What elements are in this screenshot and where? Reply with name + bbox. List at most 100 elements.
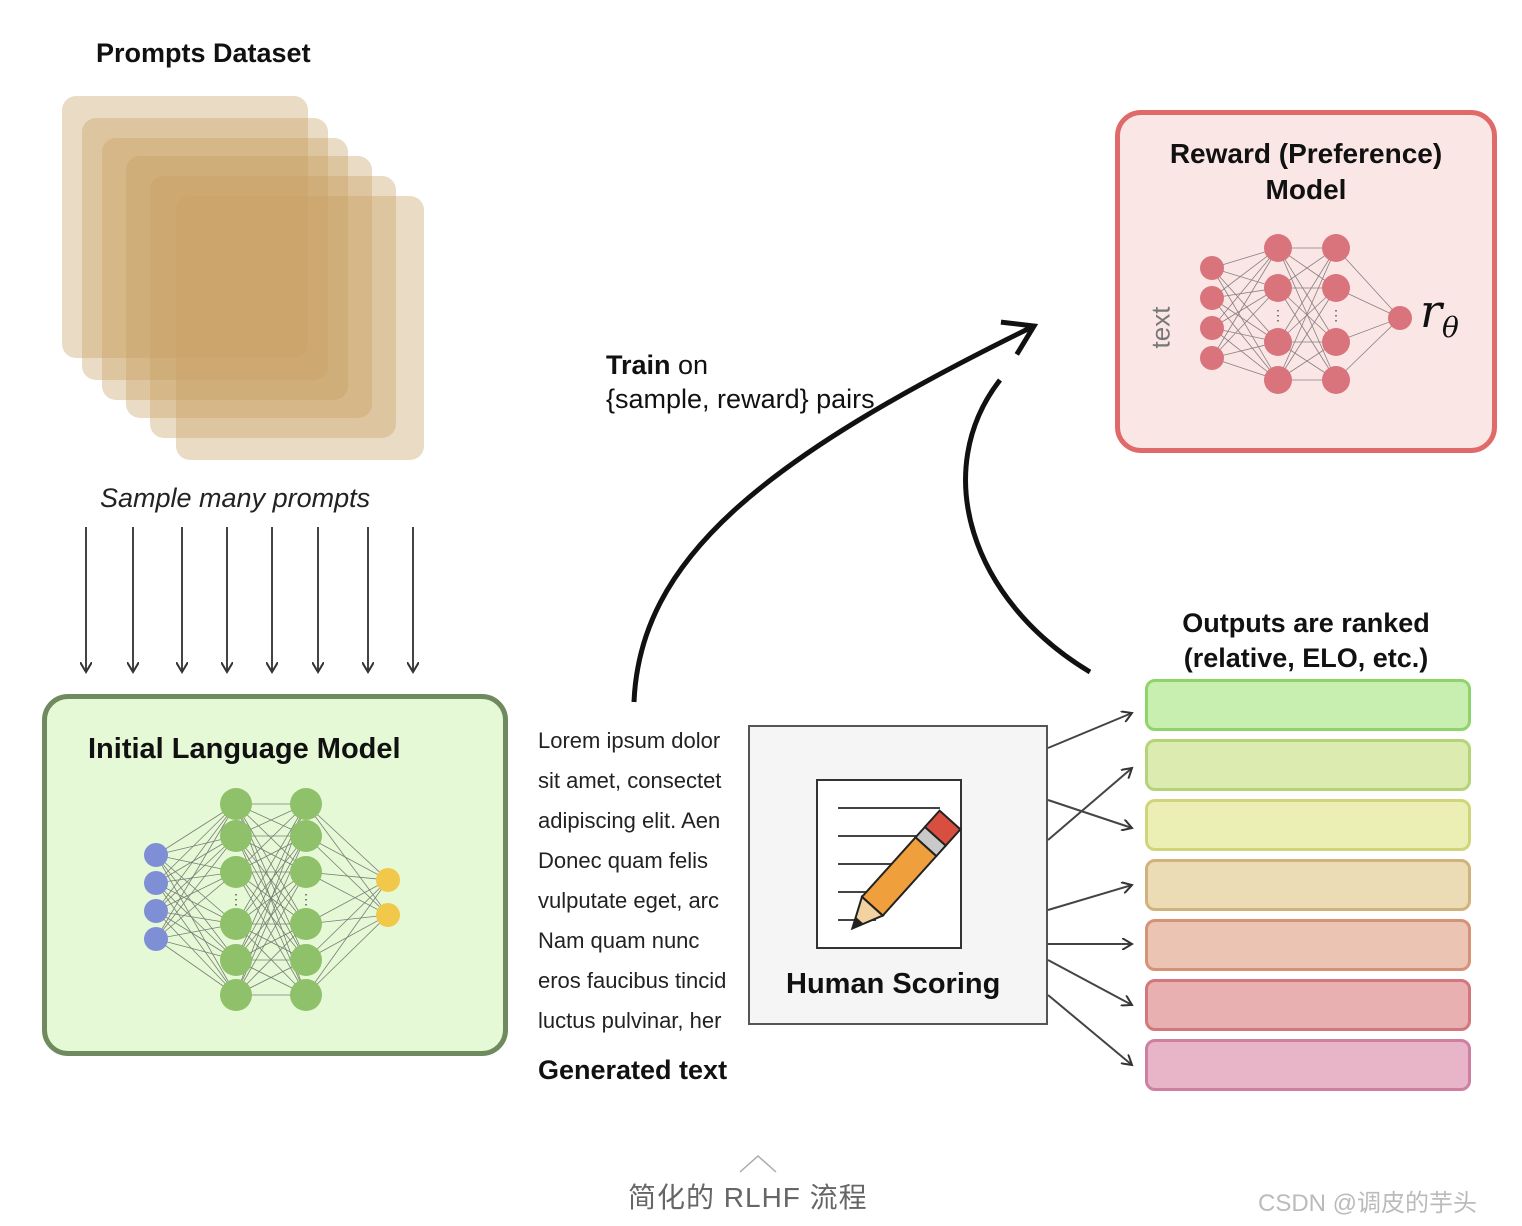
ranked-output-bar bbox=[1145, 679, 1471, 731]
network-node bbox=[1200, 256, 1224, 280]
network-edge bbox=[155, 854, 237, 925]
network-edge bbox=[1335, 317, 1401, 381]
network-edge bbox=[235, 803, 307, 873]
outputs-ranked-title: Outputs are ranked (relative, ELO, etc.) bbox=[1150, 606, 1462, 676]
network-node bbox=[290, 944, 322, 976]
prompt-sheet bbox=[176, 196, 424, 460]
prompt-sheet bbox=[126, 156, 372, 418]
ranked-output-bar bbox=[1145, 1039, 1471, 1091]
outputs-ranked-title-line2: (relative, ELO, etc.) bbox=[1183, 643, 1429, 673]
language-model-network-icon: ⋮⋮ bbox=[144, 788, 400, 1011]
network-edge bbox=[1211, 247, 1279, 359]
scoring-arrow bbox=[1047, 713, 1132, 749]
network-node bbox=[290, 788, 322, 820]
network-edge bbox=[155, 882, 237, 996]
network-node bbox=[1264, 366, 1292, 394]
network-edge bbox=[1277, 247, 1337, 381]
reward-model-title: Reward (Preference) Model bbox=[1120, 136, 1492, 208]
network-edge bbox=[155, 854, 237, 996]
network-node bbox=[1322, 234, 1350, 262]
network-node bbox=[1322, 274, 1350, 302]
network-node bbox=[144, 871, 168, 895]
ranked-output-bar bbox=[1145, 799, 1471, 851]
watermark: CSDN @调皮的芋头 bbox=[1258, 1190, 1478, 1217]
network-edge bbox=[155, 854, 237, 961]
network-edge bbox=[305, 879, 389, 961]
generated-text-block: Lorem ipsum dolor sit amet, consectet ad… bbox=[538, 722, 750, 1042]
train-label-rest: on bbox=[670, 350, 709, 380]
network-edge bbox=[1335, 247, 1401, 319]
network-node bbox=[220, 944, 252, 976]
generated-text-line: sit amet, consectet bbox=[538, 768, 722, 793]
network-edge bbox=[305, 803, 389, 881]
network-edge bbox=[1211, 287, 1279, 359]
scoring-arrow bbox=[1047, 885, 1132, 911]
prompt-sheet bbox=[102, 138, 348, 400]
network-node bbox=[290, 908, 322, 940]
document-pencil-icon bbox=[816, 779, 962, 949]
initial-language-model-title: Initial Language Model bbox=[88, 733, 401, 765]
network-edge bbox=[305, 803, 389, 916]
network-node bbox=[1200, 316, 1224, 340]
reward-symbol: r bbox=[1420, 284, 1442, 338]
caret-up-icon bbox=[739, 1154, 777, 1173]
ranking-to-reward-curve bbox=[963, 378, 1092, 675]
network-node bbox=[1200, 286, 1224, 310]
ranked-output-bar bbox=[1145, 919, 1471, 971]
network-ellipsis: ⋮ bbox=[1271, 307, 1285, 323]
network-node bbox=[1200, 346, 1224, 370]
train-label-bold: Train bbox=[606, 350, 671, 380]
scoring-arrow bbox=[1047, 768, 1132, 841]
network-edge bbox=[1211, 297, 1279, 381]
scoring-arrow bbox=[1047, 799, 1132, 828]
train-pairs-label: {sample, reward} pairs bbox=[606, 384, 875, 414]
network-edge bbox=[235, 923, 307, 996]
network-edge bbox=[155, 803, 237, 912]
network-edge bbox=[235, 835, 307, 925]
prompts-dataset-title: Prompts Dataset bbox=[96, 38, 311, 68]
human-scoring-title: Human Scoring bbox=[786, 968, 1001, 1000]
network-edge bbox=[305, 835, 389, 916]
network-edge bbox=[155, 938, 237, 996]
sample-arrows bbox=[86, 527, 413, 672]
network-edge bbox=[155, 835, 237, 912]
reward-output-symbol: rθ bbox=[1420, 284, 1459, 344]
network-node bbox=[376, 868, 400, 892]
network-edge bbox=[305, 914, 389, 996]
network-node bbox=[220, 788, 252, 820]
figure-caption: 简化的 RLHF 流程 bbox=[628, 1182, 868, 1213]
sample-many-prompts-label: Sample many prompts bbox=[100, 483, 371, 513]
generated-text-line: Donec quam felis bbox=[538, 848, 708, 873]
generated-text-line: Nam quam nunc bbox=[538, 928, 700, 953]
network-edge bbox=[305, 879, 389, 996]
network-node bbox=[220, 820, 252, 852]
prompt-sheet bbox=[82, 118, 328, 380]
network-node bbox=[1322, 366, 1350, 394]
scoring-arrow bbox=[1047, 959, 1132, 1005]
reward-model-title-line1: Reward (Preference) bbox=[1169, 138, 1443, 169]
reward-model-title-line2: Model bbox=[1265, 174, 1347, 205]
generated-text-line: luctus pulvinar, her bbox=[538, 1008, 722, 1033]
generated-text-line: Lorem ipsum dolor bbox=[538, 728, 721, 753]
network-edge bbox=[155, 803, 237, 884]
ranked-output-bar bbox=[1145, 979, 1471, 1031]
network-edge bbox=[235, 835, 307, 961]
ranked-output-bar bbox=[1145, 859, 1471, 911]
network-node bbox=[144, 899, 168, 923]
network-edge bbox=[1211, 267, 1279, 343]
network-node bbox=[1264, 234, 1292, 262]
network-node bbox=[290, 856, 322, 888]
reward-model-network-icon: ⋮⋮ bbox=[1200, 234, 1412, 394]
network-edge bbox=[1211, 327, 1279, 381]
network-node bbox=[144, 927, 168, 951]
network-edge bbox=[1211, 247, 1279, 329]
network-node bbox=[290, 979, 322, 1011]
network-ellipsis: ⋮ bbox=[229, 891, 243, 907]
network-edge bbox=[155, 910, 237, 996]
network-edge bbox=[155, 882, 237, 961]
network-node bbox=[1388, 306, 1412, 330]
generated-text-line: eros faucibus tincid bbox=[538, 968, 727, 993]
network-node bbox=[290, 820, 322, 852]
network-node bbox=[376, 903, 400, 927]
